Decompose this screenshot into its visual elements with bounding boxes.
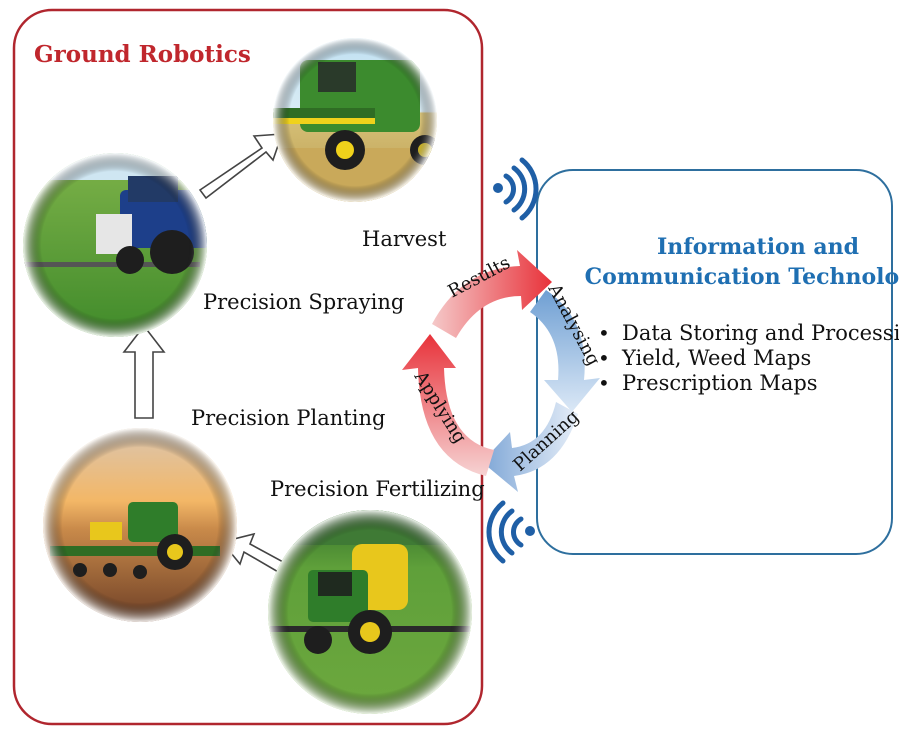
bullet-dot: •	[598, 346, 610, 370]
wireless-signal-icon	[486, 500, 535, 564]
analysing-arrow	[530, 290, 600, 412]
ict-title-line1: Information and	[657, 234, 859, 260]
planting-photo-vignette	[43, 428, 237, 622]
harvest-photo-vignette	[273, 38, 437, 202]
applying-arrow	[402, 334, 494, 476]
stage-label-precision-spraying: Precision Spraying	[203, 290, 404, 314]
ict-title-line2: Communication Technology	[585, 264, 899, 290]
wireless-signal-icon	[493, 157, 539, 221]
ict-bullet-2: Yield, Weed Maps	[621, 346, 811, 370]
planning-arrow	[482, 402, 578, 492]
arrow-planting-to-spraying	[122, 324, 166, 419]
results-arrow	[432, 250, 552, 338]
ict-bullet-3: Prescription Maps	[622, 371, 818, 395]
stage-label-precision-fertilizing: Precision Fertilizing	[270, 477, 485, 501]
arrow-spraying-to-harvest	[198, 133, 284, 200]
ground-robotics-title: Ground Robotics	[34, 41, 251, 68]
spraying-photo-vignette	[23, 153, 207, 337]
stage-label-precision-planting: Precision Planting	[191, 406, 385, 430]
fertilizing-photo-vignette	[268, 510, 472, 714]
ict-bullet-list: • Data Storing and Processing • Yield, W…	[598, 321, 899, 395]
bullet-dot: •	[598, 321, 610, 345]
bullet-dot: •	[598, 371, 610, 395]
ict-bullet-1: Data Storing and Processing	[622, 321, 899, 345]
stage-label-harvest: Harvest	[362, 227, 447, 251]
ict-box	[536, 169, 893, 555]
